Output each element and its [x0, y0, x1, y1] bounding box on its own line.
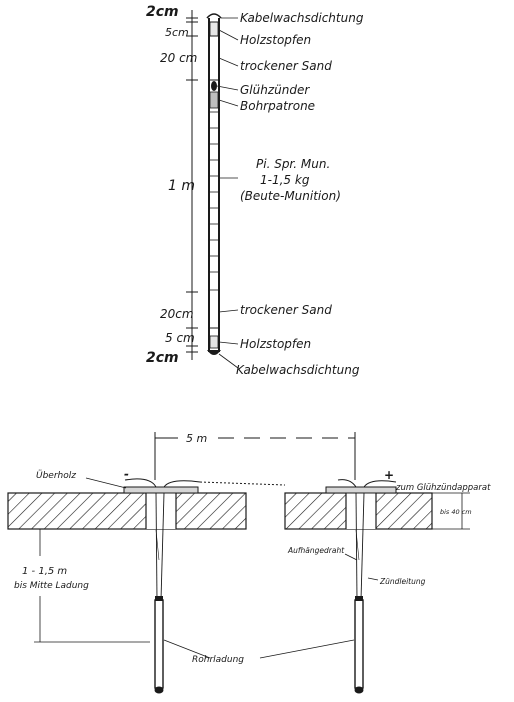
label-wooden-plug-bottom: Holzstopfen — [240, 337, 311, 351]
label-ammunition-weight: 1-1,5 kg — [260, 173, 310, 187]
connecting-wire — [124, 478, 157, 488]
spacing-dimension — [154, 432, 356, 480]
right-charge-assembly — [354, 492, 365, 694]
top-wooden-plug — [209, 21, 219, 37]
bottom-wax-seal — [207, 350, 221, 355]
dim-5cm-bottom: 5 cm — [165, 331, 195, 345]
label-ammunition: Pi. Spr. Mun. — [256, 157, 330, 171]
label-cable-wax-seal-top: Kabelwachsdichtung — [240, 11, 364, 25]
top-wax-seal — [206, 13, 222, 19]
label-dry-sand-bottom: trockener Sand — [240, 303, 332, 317]
left-charge-assembly — [154, 492, 165, 694]
dim-2cm-bottom: 2cm — [146, 350, 179, 366]
thickness-dimension — [432, 492, 470, 530]
bore-cartridge — [209, 91, 219, 109]
label-bore-cartridge: Bohrpatrone — [240, 99, 315, 113]
minus-sign: - — [124, 467, 129, 481]
cover-label: Überholz — [36, 470, 76, 481]
thickness-label: bis 40 cm — [440, 508, 472, 516]
bottom-wooden-plug — [209, 335, 219, 349]
bottom-leader-lines — [85, 477, 379, 659]
glow-igniter — [211, 81, 217, 91]
dim-1m: 1 m — [168, 178, 195, 194]
left-cover-plate — [123, 486, 199, 494]
label-glow-igniter: Glühzünder — [240, 83, 310, 97]
spacing-label: 5 m — [186, 432, 207, 445]
label-dry-sand-top: trockener Sand — [240, 59, 332, 73]
right-cover-plate — [325, 486, 397, 494]
placement-section: 5 m bis 40 cm 1 - 1,5 m — [7, 432, 491, 694]
apparatus-label: zum Glühzündapparat — [395, 483, 491, 493]
dim-2cm-top: 2cm — [146, 4, 179, 20]
depth-dimension — [34, 529, 150, 643]
ignition-wire-label: Zündleitung — [379, 577, 426, 586]
dim-5cm-top: 5cm — [165, 26, 189, 39]
leader-lines — [216, 17, 239, 369]
label-captured-ammunition: (Beute-Munition) — [240, 189, 341, 203]
label-wooden-plug-top: Holzstopfen — [240, 33, 311, 47]
hanger-wire-label: Aufhängedraht — [287, 546, 345, 555]
right-tube-charge — [354, 599, 364, 689]
tube-charge-section: 2cm 5cm 20 cm 1 m 20cm 5 cm 2cm Kabelwac… — [146, 4, 364, 377]
left-tube-charge — [154, 599, 164, 689]
explosive-fill — [209, 111, 219, 291]
dim-20cm-bottom: 20cm — [160, 307, 194, 321]
depth-label-line2: bis Mitte Ladung — [14, 581, 89, 591]
left-slab — [7, 492, 247, 530]
dim-20cm-top: 20 cm — [160, 51, 197, 65]
label-cable-wax-seal-bottom: Kabelwachsdichtung — [236, 363, 360, 377]
tube-charge-label: Rohrladung — [192, 655, 244, 665]
plus-sign: + — [384, 468, 394, 482]
left-dimension-line — [186, 10, 198, 360]
depth-label-line1: 1 - 1,5 m — [22, 566, 67, 577]
